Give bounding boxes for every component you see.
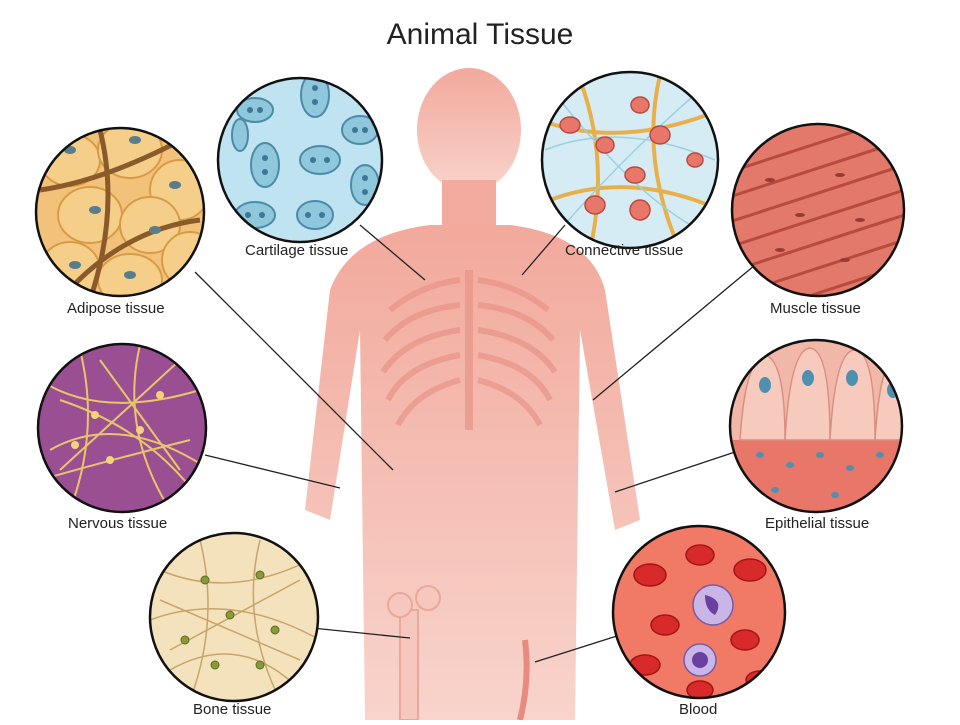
cartilage-tissue-label: Cartilage tissue: [245, 242, 349, 259]
cartilage-tissue-circle: [216, 76, 384, 244]
diagram-title: Animal Tissue: [386, 18, 574, 51]
blood-label: Blood: [679, 701, 718, 718]
nervous-tissue-label: Nervous tissue: [68, 515, 168, 532]
muscle-tissue-circle: [730, 122, 906, 298]
connective-tissue-circle: [540, 70, 720, 250]
leader-lines: [194, 224, 756, 663]
nervous-tissue-circle: [36, 342, 208, 514]
bone-tissue-circle: [148, 531, 320, 703]
vein: [517, 639, 530, 721]
connective-tissue-label: Connective tissue: [565, 242, 684, 259]
bone-tissue-label: Bone tissue: [193, 701, 272, 718]
muscle-tissue-label: Muscle tissue: [770, 300, 861, 317]
human-body-silhouette: [305, 68, 640, 721]
adipose-tissue-label: Adipose tissue: [67, 300, 165, 317]
epithelial-tissue-label: Epithelial tissue: [765, 515, 870, 532]
ribcage: [380, 270, 558, 430]
blood-circle: [611, 524, 787, 700]
epithelial-tissue-circle: [728, 338, 904, 514]
adipose-tissue-circle: [34, 126, 206, 298]
